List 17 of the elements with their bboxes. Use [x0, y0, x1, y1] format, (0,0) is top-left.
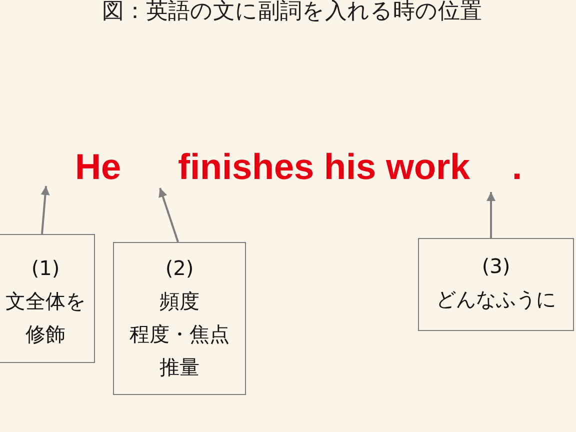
box-number: (2): [165, 255, 194, 282]
sentence-word: .: [512, 153, 522, 181]
box-text: 推量: [160, 354, 200, 381]
note-box: [0, 234, 95, 363]
box-text: 程度・焦点: [130, 321, 230, 348]
box-text: どんなふうに: [436, 286, 556, 313]
note-box: [418, 238, 574, 331]
sentence-word: finishes his work: [178, 153, 470, 181]
box-number: (1): [31, 255, 60, 282]
arrow: [486, 192, 496, 238]
arrow: [158, 188, 179, 242]
box-text: 頻度: [160, 288, 200, 315]
arrow: [40, 186, 50, 234]
note-box: [113, 242, 246, 395]
sentence-word: He: [75, 153, 122, 181]
box-number: (3): [482, 253, 510, 280]
box-text: 文全体を修飾: [4, 288, 86, 348]
